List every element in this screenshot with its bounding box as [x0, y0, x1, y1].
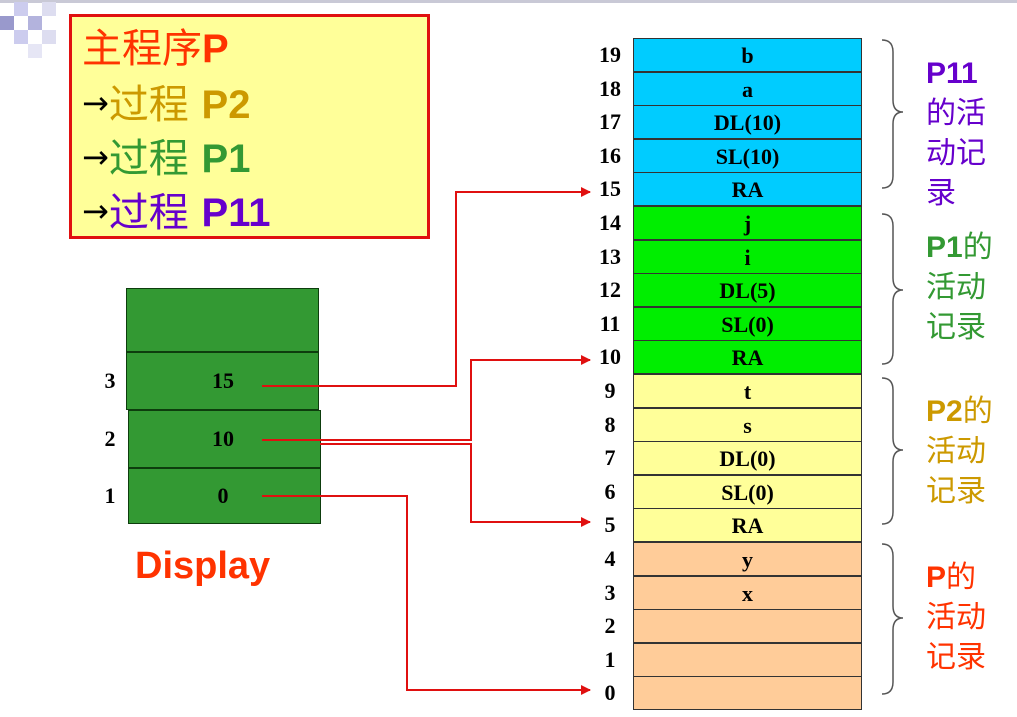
chain-step-en: P2 [201, 83, 251, 127]
record-label-p11: P11 的活 动记 录 [926, 54, 986, 214]
stack-cell-2 [633, 609, 862, 643]
record-label-line: 活动 [926, 270, 986, 305]
stack-index-3: 3 [604, 580, 616, 605]
record-label-line: 的活 [926, 96, 986, 131]
record-label-line: 动记 [926, 136, 986, 171]
brace-p11-icon [881, 39, 904, 189]
stack-index-18: 18 [599, 76, 621, 101]
stack-cell-4: y [633, 542, 862, 576]
record-label-p2: P2的 活动 记录 [926, 392, 993, 512]
chain-main-en: P [202, 27, 229, 71]
stack-index-16: 16 [599, 143, 621, 168]
display-value-2: 10 [212, 426, 234, 451]
pointer-arrow-2-to-5 [320, 443, 591, 527]
chain-step-cn: 过程 [108, 190, 189, 236]
record-label-line: 记录 [926, 310, 986, 345]
chain-arrow-icon: → [82, 84, 109, 122]
record-label-line: 活动 [926, 600, 986, 635]
brace-p2-icon [881, 377, 904, 525]
stack-cell-18: a [633, 72, 862, 106]
stack-index-10: 10 [599, 344, 621, 369]
record-label-line: P2的 [926, 394, 993, 429]
stack-index-0: 0 [604, 680, 616, 705]
stack-cell-0 [633, 676, 862, 710]
display-value-1: 0 [217, 483, 229, 508]
chain-step-en: P1 [201, 137, 251, 181]
record-label-p1: P1的 活动 记录 [926, 228, 993, 348]
stack-cell-12: DL(5) [633, 273, 862, 307]
stack-index-12: 12 [599, 277, 621, 302]
corner-decoration-icon [0, 2, 56, 58]
record-label-line: P的 [926, 560, 977, 595]
display-label: Display [135, 545, 271, 587]
stack-cell-16: SL(10) [633, 139, 862, 173]
chain-step-en: P11 [201, 191, 271, 235]
stack-cell-5: RA [633, 508, 862, 542]
stack-index-13: 13 [599, 244, 621, 269]
stack-index-9: 9 [604, 378, 616, 403]
chain-step-p11: →过程 P11 [82, 189, 271, 235]
brace-p1-icon [881, 213, 904, 365]
chain-main-cn: 主程序 [82, 26, 202, 72]
stack-cell-17: DL(10) [633, 105, 862, 139]
stack-index-5: 5 [604, 512, 616, 537]
chain-arrow-icon: → [82, 192, 109, 230]
stack-index-19: 19 [599, 42, 621, 67]
record-label-p: P的 活动 记录 [926, 558, 986, 678]
display-value-3: 15 [212, 368, 234, 393]
record-label-line: 记录 [926, 474, 986, 509]
display-index-2: 2 [104, 426, 116, 451]
stack-index-7: 7 [604, 445, 616, 470]
stack-cell-9: t [633, 374, 862, 408]
stack-cell-19: b [633, 38, 862, 72]
stack-index-14: 14 [599, 210, 621, 235]
record-label-line: 记录 [926, 640, 986, 675]
stack-index-17: 17 [599, 109, 621, 134]
pointer-arrow-1-to-0 [262, 495, 591, 695]
record-label-line: P1的 [926, 230, 993, 265]
top-border-line [0, 0, 1017, 3]
stack-index-15: 15 [599, 176, 621, 201]
call-chain-box: 主程序P →过程 P2 →过程 P1 →过程 P11 [69, 14, 430, 239]
stack-cell-13: i [633, 240, 862, 274]
stack-index-6: 6 [604, 479, 616, 504]
record-label-line: 活动 [926, 434, 986, 469]
stack-index-11: 11 [599, 311, 621, 336]
chain-arrow-icon: → [82, 138, 109, 176]
stack-index-2: 2 [604, 613, 616, 638]
chain-step-cn: 过程 [108, 136, 189, 182]
display-row-top [126, 288, 319, 352]
stack-cell-14: j [633, 206, 862, 240]
stack-cell-10: RA [633, 340, 862, 374]
stack-index-4: 4 [604, 546, 616, 571]
display-row-3 [126, 352, 319, 410]
stack-cell-6: SL(0) [633, 475, 862, 509]
chain-step-p2: →过程 P2 [82, 81, 250, 127]
pointer-arrow-2-to-10 [262, 355, 591, 441]
stack-index-8: 8 [604, 412, 616, 437]
stack-index-1: 1 [604, 647, 616, 672]
chain-step-cn: 过程 [108, 82, 189, 128]
record-label-line: P11 [926, 57, 978, 90]
record-label-line: 录 [926, 176, 956, 211]
stack-cell-15: RA [633, 172, 862, 206]
stack-cell-8: s [633, 408, 862, 442]
brace-p-icon [881, 543, 904, 695]
pointer-arrow-3-to-15 [262, 187, 591, 387]
chain-main: 主程序P [82, 27, 229, 71]
display-index-1: 1 [104, 483, 116, 508]
chain-step-p1: →过程 P1 [82, 135, 250, 181]
display-index-3: 3 [104, 368, 116, 393]
stack-cell-7: DL(0) [633, 441, 862, 475]
